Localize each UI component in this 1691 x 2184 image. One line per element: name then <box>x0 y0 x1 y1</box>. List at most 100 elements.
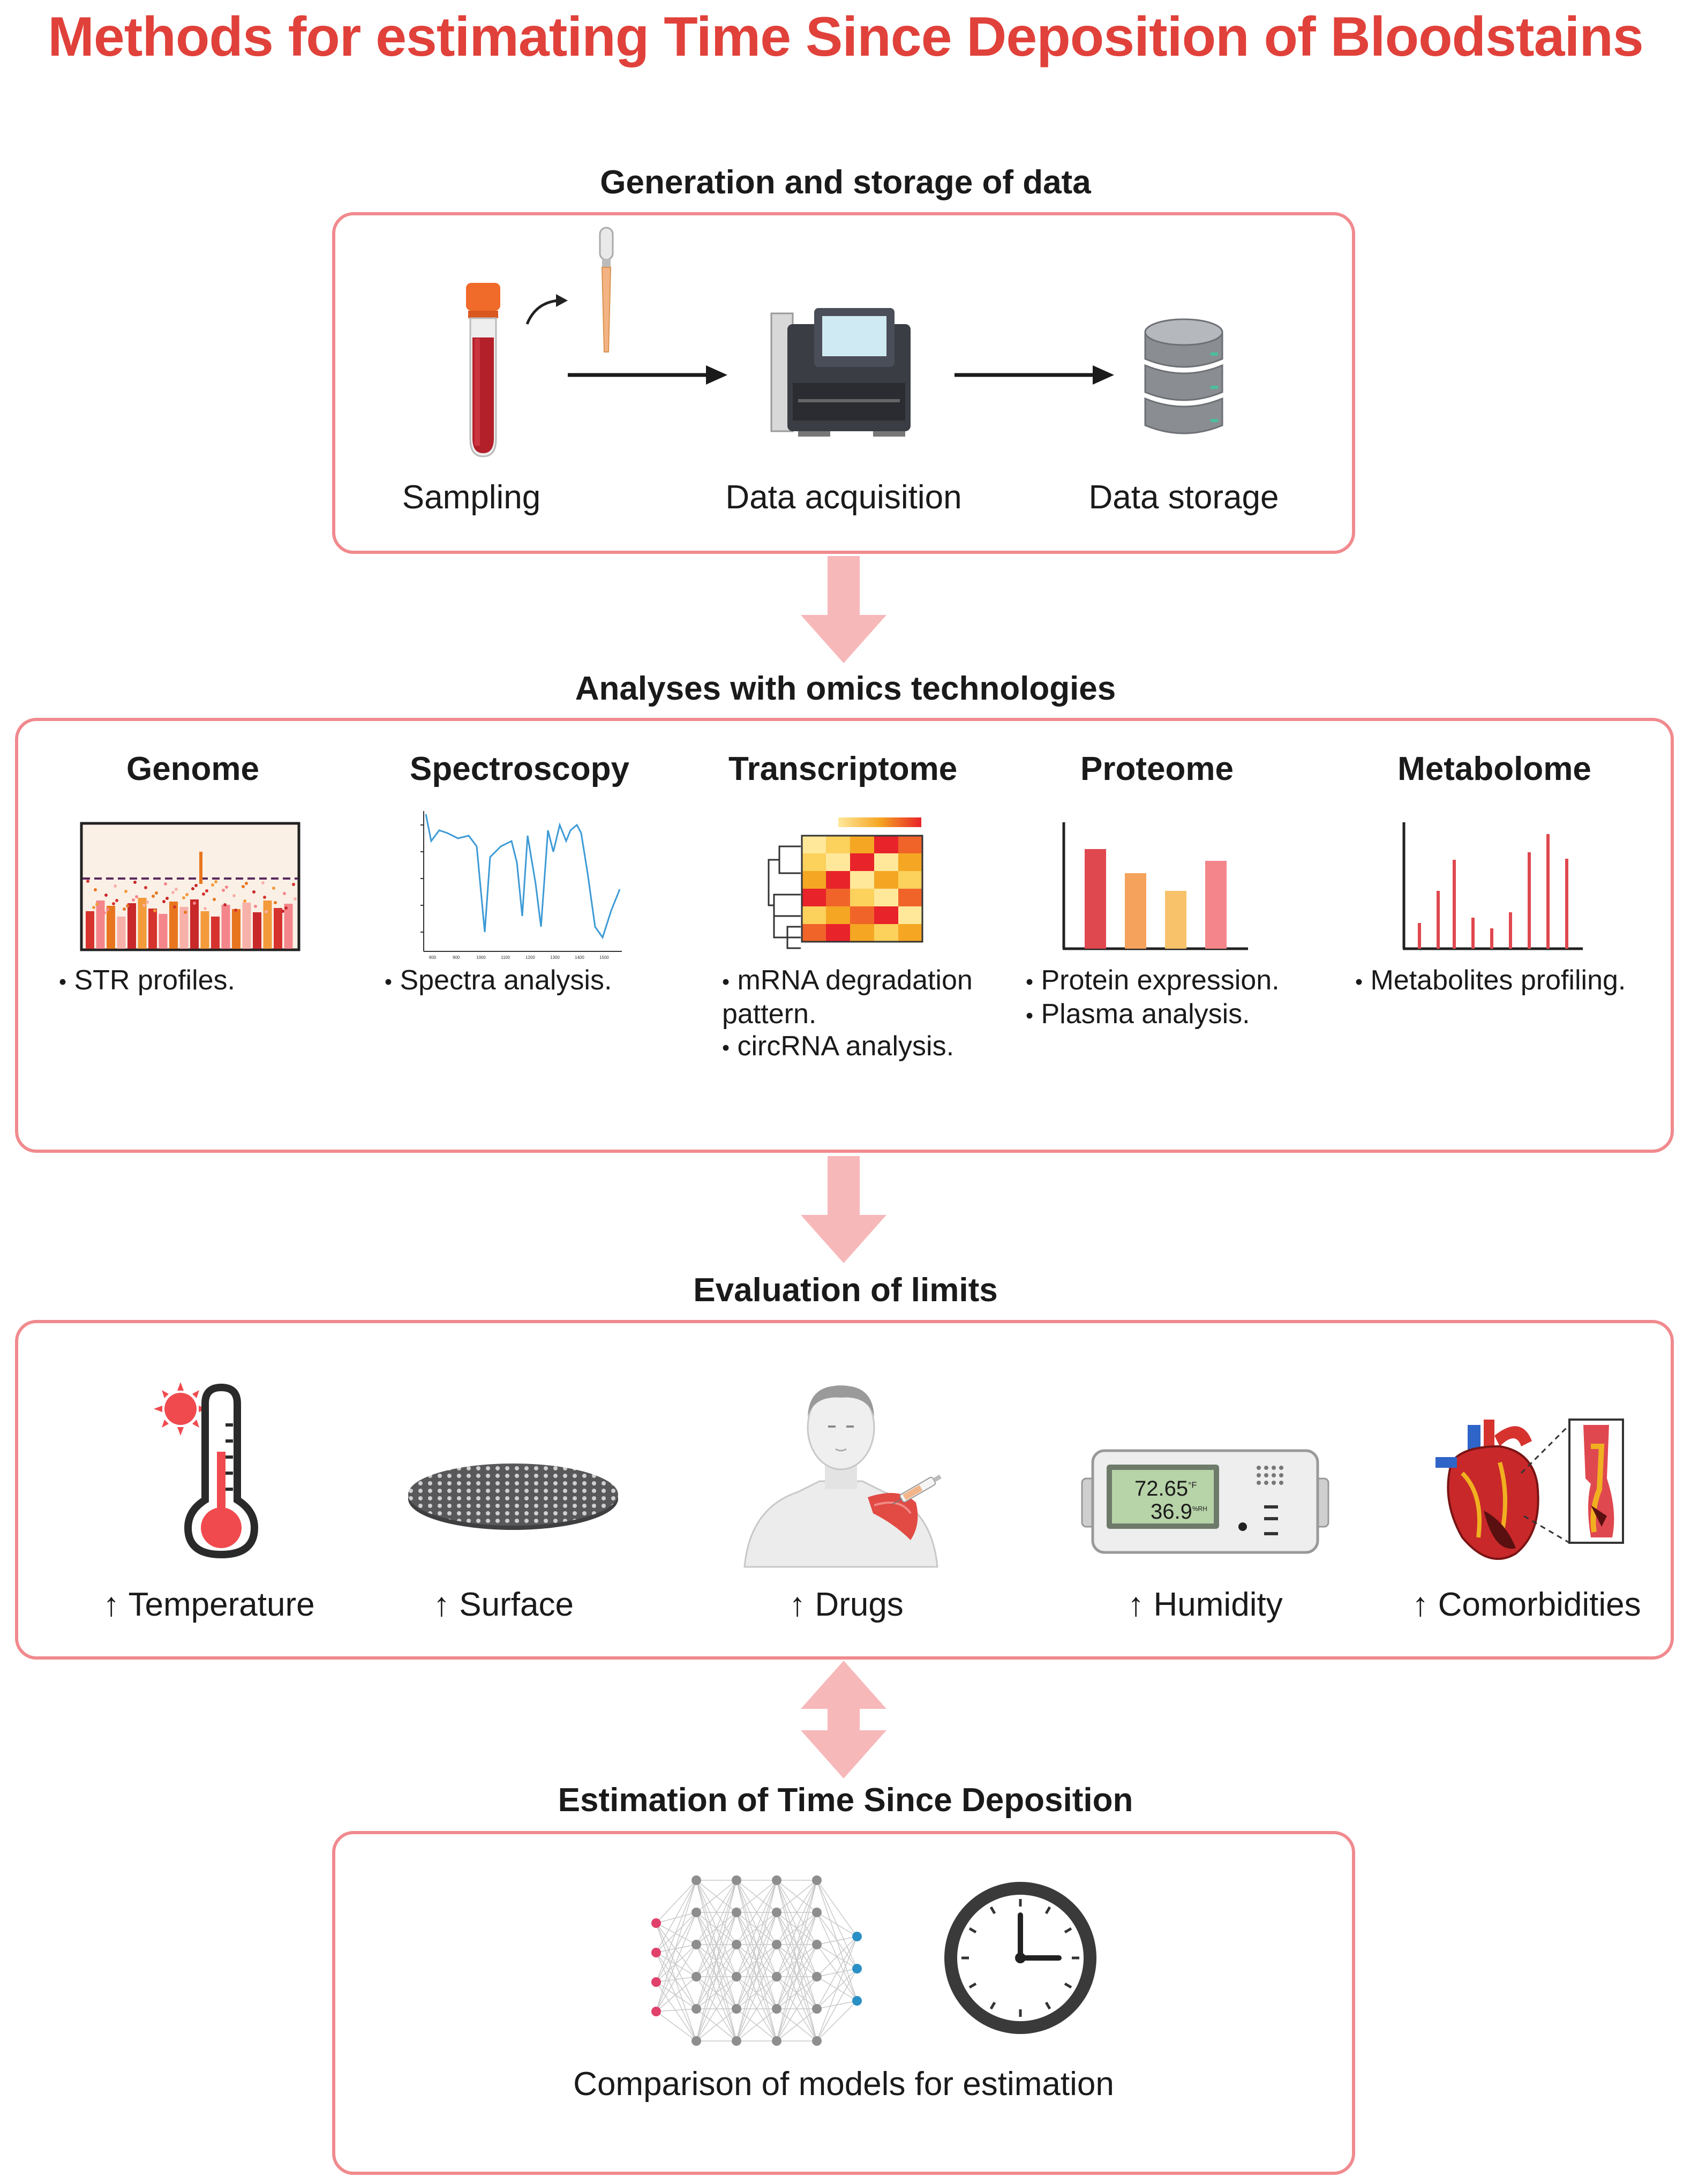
nn-edge <box>696 1880 737 1977</box>
manhattan-point <box>211 883 214 887</box>
neural-network-icon <box>651 1875 862 2046</box>
nn-edge <box>656 1952 697 1977</box>
nn-edge <box>656 1912 697 1924</box>
manhattan-point <box>281 910 284 913</box>
manhattan-bar <box>221 905 230 949</box>
manhattan-point <box>205 889 208 892</box>
nn-edge <box>696 1880 737 2042</box>
thermometer-icon <box>154 1382 259 1559</box>
nn-edge <box>656 1944 697 1983</box>
manhattan-point <box>272 887 275 890</box>
up-arrow-icon: ↑ <box>1128 1586 1145 1623</box>
estimation-panel <box>332 1831 1355 2175</box>
manhattan-plot-icon <box>80 822 300 951</box>
nn-edge <box>696 2008 737 2042</box>
heatmap-cell <box>898 871 922 889</box>
heatmap-cell <box>802 924 826 942</box>
manhattan-point <box>193 902 196 905</box>
section-title-limits: Evaluation of limits <box>693 1272 998 1309</box>
nn-edge <box>656 1923 697 2042</box>
nn-edge <box>776 1976 817 2042</box>
nn-node <box>732 1908 741 1917</box>
proteome-bullets: • Protein expression. • Plasma analysis. <box>1026 965 1280 1030</box>
nn-node <box>732 1940 741 1949</box>
nn-edge <box>696 1944 737 2042</box>
manhattan-bar <box>138 898 147 949</box>
limit-humidity: ↑ Humidity <box>1082 1586 1328 1624</box>
nn-edge <box>816 1936 858 2009</box>
limit-label: Humidity <box>1153 1586 1283 1623</box>
flow-arrow-1 <box>568 365 727 385</box>
up-arrow-icon: ↑ <box>1412 1586 1429 1623</box>
manhattan-point <box>115 899 118 902</box>
surface-mesh-icon <box>408 1463 618 1530</box>
nn-node <box>812 1940 822 1949</box>
manhattan-point <box>144 886 147 889</box>
nn-edge <box>776 1880 817 1913</box>
manhattan-point <box>124 890 127 893</box>
step-data-acquisition: Data acquisition <box>725 479 962 516</box>
nn-node <box>651 1977 661 1987</box>
sequencer-icon <box>770 308 911 437</box>
manhattan-bar <box>253 912 261 949</box>
heatmap-cell <box>850 924 874 942</box>
nn-node <box>732 1875 741 1885</box>
nn-edge <box>816 1912 858 1937</box>
section-title-estimation: Estimation of Time Since Deposition <box>558 1782 1133 1819</box>
up-arrow-icon: ↑ <box>433 1586 450 1623</box>
manhattan-point <box>202 892 205 896</box>
manhattan-point <box>214 880 217 883</box>
manhattan-bar <box>148 909 157 949</box>
manhattan-bar <box>200 911 209 949</box>
heatmap-cell <box>850 836 874 853</box>
page-title: Methods for estimating Time Since Deposi… <box>48 6 1643 68</box>
nn-node <box>651 1918 661 1928</box>
manhattan-point <box>166 897 169 900</box>
svg-text:1500: 1500 <box>599 955 609 960</box>
pipette-icon <box>599 227 614 352</box>
manhattan-point <box>191 887 194 890</box>
column-transcriptome: Transcriptome <box>728 750 958 787</box>
metabolome-bullets: • Metabolites profiling. <box>1355 965 1626 996</box>
manhattan-point <box>294 897 297 900</box>
manhattan-bar <box>117 917 126 949</box>
nn-edge <box>776 1880 817 1977</box>
nn-edge <box>816 1880 858 1937</box>
nn-edge <box>656 1880 697 2012</box>
manhattan-point <box>104 894 108 897</box>
heatmap-cell <box>826 924 850 942</box>
manhattan-bar <box>127 903 136 949</box>
up-arrow-icon: ↑ <box>789 1586 806 1623</box>
manhattan-point <box>194 884 198 887</box>
manhattan-point <box>155 891 158 895</box>
hygrometer-humidity-readout: 36.9%RH <box>1151 1500 1207 1524</box>
nn-edge <box>656 2008 697 2012</box>
heatmap-cell <box>802 853 826 871</box>
limit-comorbidities: ↑ Comorbidities <box>1393 1586 1660 1624</box>
nn-edge <box>736 1880 777 2042</box>
nn-edge <box>776 1944 817 2042</box>
heatmap-icon <box>768 817 923 949</box>
nn-node <box>772 1875 781 1885</box>
nn-edge <box>736 1880 777 1977</box>
nn-edge <box>776 1880 817 2042</box>
nn-node <box>772 1972 781 1982</box>
nn-edge <box>656 1952 697 2042</box>
heatmap-cell <box>802 836 826 853</box>
manhattan-bar <box>211 917 220 949</box>
step-sampling: Sampling <box>402 479 541 516</box>
heatmap-cell <box>874 836 898 853</box>
bullet-text: Metabolites profiling. <box>1370 965 1626 996</box>
manhattan-point <box>261 881 265 884</box>
manhattan-point <box>86 880 89 883</box>
nn-edge <box>816 1968 858 2042</box>
blood-tube-icon <box>466 283 500 457</box>
manhattan-point <box>92 906 95 909</box>
nn-edge <box>736 1976 777 2042</box>
manhattan-bar <box>242 903 251 949</box>
manhattan-point <box>106 908 109 911</box>
heatmap-cell <box>802 906 826 924</box>
nn-edge <box>696 1880 737 1913</box>
manhattan-point <box>223 903 227 906</box>
